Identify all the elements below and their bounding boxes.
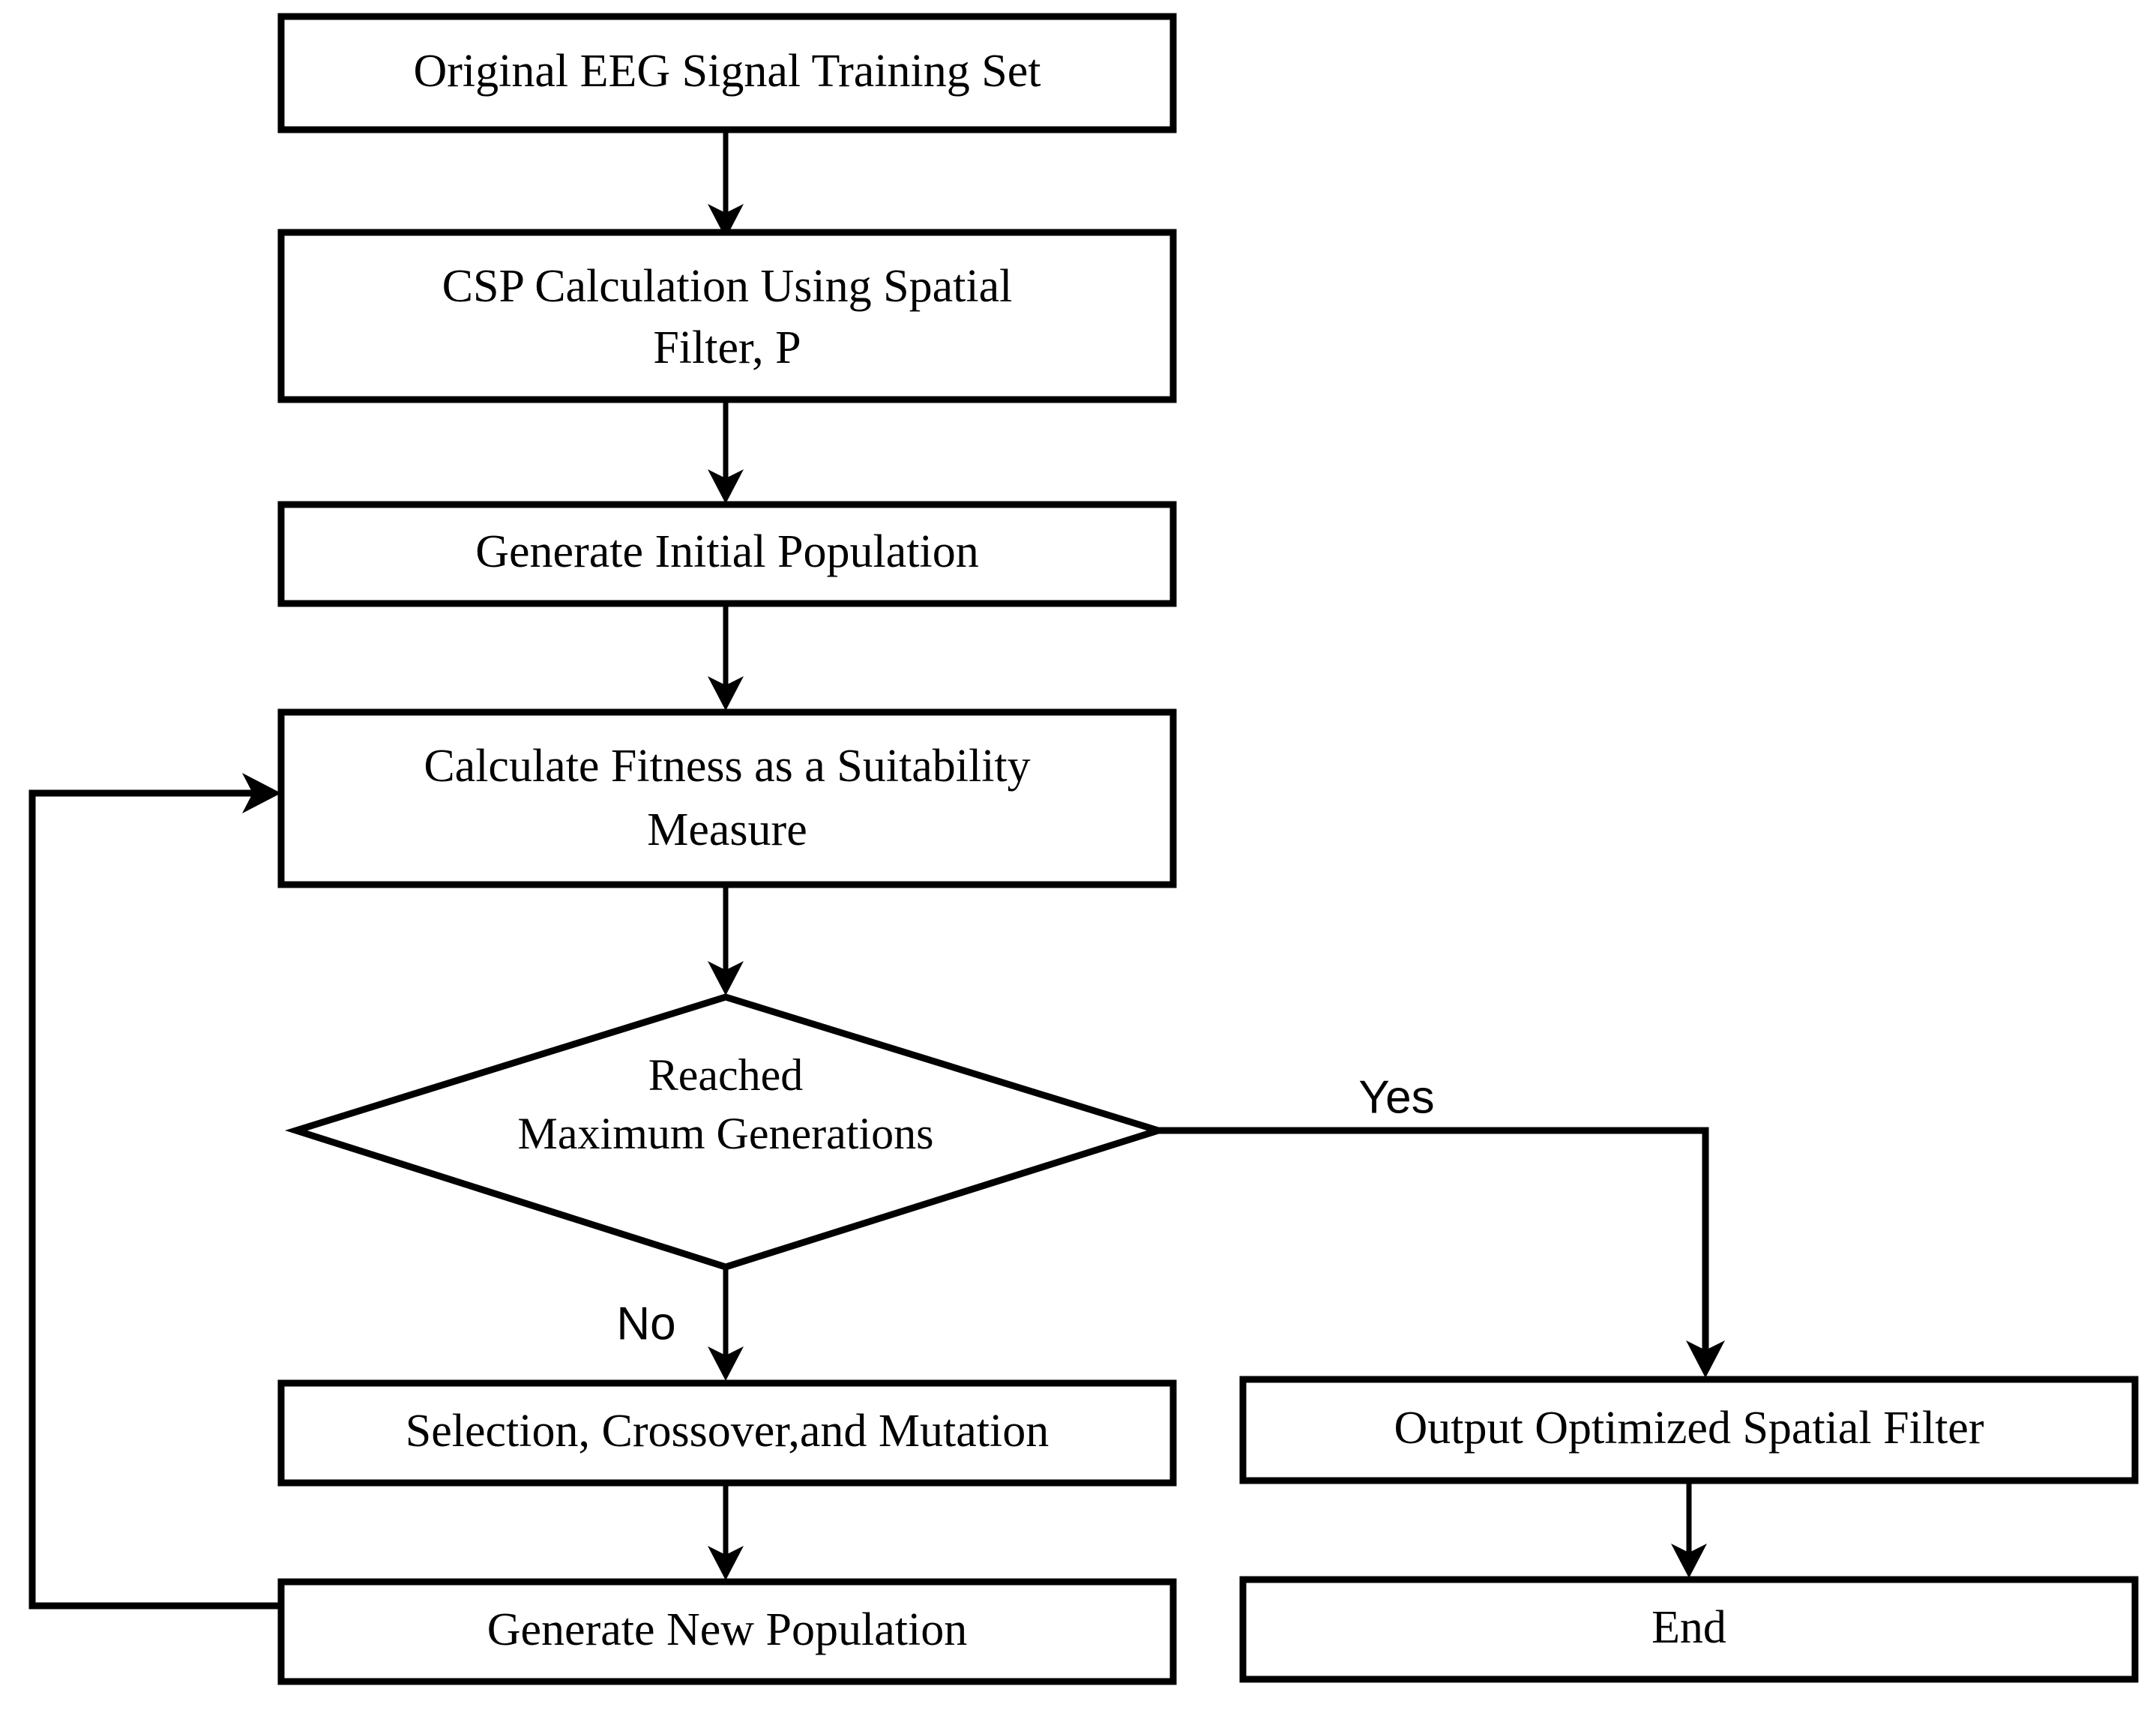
branch-label-no: No [616, 1298, 675, 1349]
node-generate-initial-population[interactable]: Generate Initial Population [277, 501, 1177, 607]
node-reached-maximum-generations[interactable]: Reached Maximum Generations [284, 993, 1170, 1271]
node-output-optimized-spatial-filter[interactable]: Output Optimized Spatial Filter [1239, 1376, 2139, 1484]
node-label-fitness-line2: Measure [647, 804, 807, 855]
arrowhead-icon [708, 961, 744, 996]
node-label-original-eeg: Original EEG Signal Training Set [414, 46, 1041, 97]
node-label-output-filter: Output Optimized Spatial Filter [1394, 1403, 1984, 1454]
edge-initial-population-to-fitness [708, 603, 744, 711]
node-label-initial-population: Generate Initial Population [475, 526, 978, 577]
node-label-fitness-line1: Calculate Fitness as a Suitability [424, 741, 1030, 792]
node-calculate-fitness[interactable]: Calculate Fitness as a Suitability Measu… [277, 708, 1177, 888]
arrowhead-icon [1671, 1544, 1707, 1578]
edge-csp-to-initial-population [708, 400, 744, 504]
arrowhead-icon [708, 676, 744, 711]
node-generate-new-population[interactable]: Generate New Population [277, 1578, 1177, 1685]
node-label-decision-line1: Reached [648, 1050, 804, 1100]
node-selection-crossover-mutation[interactable]: Selection, Crossover,and Mutation [277, 1379, 1177, 1487]
arrowhead-icon [1686, 1340, 1725, 1378]
edge-original-eeg-to-csp [708, 130, 744, 238]
node-label-csp-line2: Filter, P [653, 322, 801, 373]
arrowhead-icon [708, 1346, 744, 1381]
arrowhead-icon [708, 1546, 744, 1580]
branch-label-yes: Yes [1358, 1071, 1434, 1123]
node-label-csp-line1: CSP Calculation Using Spatial [442, 261, 1013, 312]
edge-fitness-to-decision [708, 885, 744, 996]
edge-decision-no-to-selection [708, 1268, 744, 1381]
edge-output-to-end [1671, 1481, 1707, 1578]
edge-decision-yes-to-output [1158, 1127, 1725, 1378]
node-label-end: End [1651, 1602, 1726, 1653]
node-label-selection: Selection, Crossover,and Mutation [406, 1406, 1050, 1457]
node-original-eeg-signal-training-set[interactable]: Original EEG Signal Training Set [277, 13, 1177, 133]
node-label-new-population: Generate New Population [487, 1604, 967, 1655]
node-label-decision-line2: Maximum Generations [518, 1109, 934, 1158]
arrowhead-icon [242, 773, 281, 813]
node-csp-calculation[interactable]: CSP Calculation Using Spatial Filter, P [277, 229, 1177, 403]
edge-feedback-loop-to-fitness [28, 773, 281, 1610]
edge-selection-to-new-population [708, 1483, 744, 1580]
node-end[interactable]: End [1239, 1576, 2139, 1683]
arrowhead-icon [708, 204, 744, 238]
arrowhead-icon [708, 469, 744, 504]
